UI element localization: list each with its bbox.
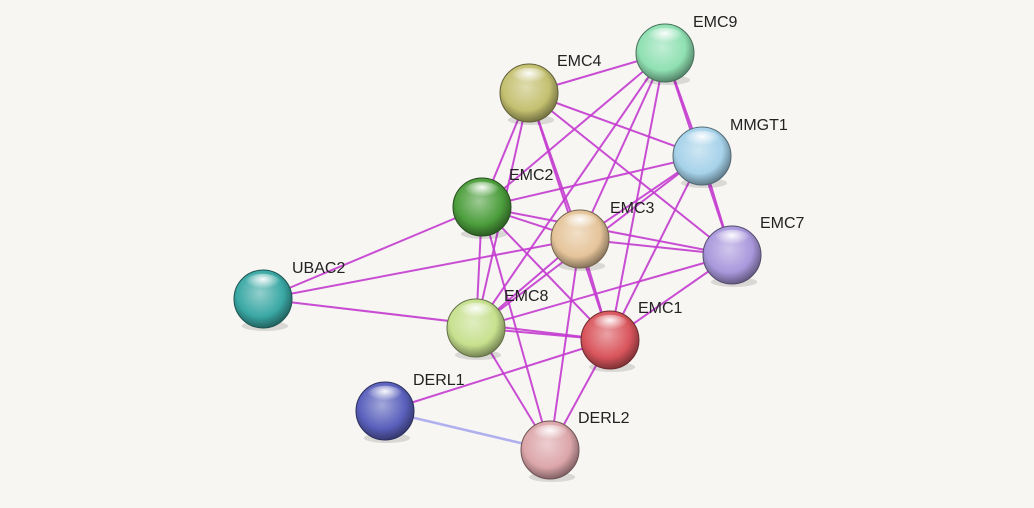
node-label: EMC3 — [610, 200, 655, 217]
node-highlight — [367, 385, 403, 405]
node-layer: EMC9EMC4MMGT1EMC2EMC3EMC7UBAC2EMC8EMC1DE… — [233, 14, 805, 482]
node-highlight — [714, 229, 750, 249]
edge-emc2-emc1[interactable] — [481, 206, 611, 341]
edge-emc4-emc7[interactable] — [528, 92, 733, 256]
node-emc8[interactable]: EMC8 — [446, 288, 549, 360]
node-highlight — [562, 213, 598, 233]
node-highlight — [592, 314, 628, 334]
node-ubac2[interactable]: UBAC2 — [233, 260, 345, 331]
node-highlight — [684, 130, 720, 150]
edge-emc2-ubac2[interactable] — [262, 206, 483, 300]
node-label: UBAC2 — [292, 260, 345, 277]
edge-emc1-derl1[interactable] — [384, 339, 611, 412]
edge-emc7-emc8[interactable] — [475, 254, 733, 329]
node-mmgt1[interactable]: MMGT1 — [672, 117, 788, 188]
edge-ubac2-emc1[interactable] — [262, 298, 611, 341]
node-label: DERL2 — [578, 410, 630, 427]
node-label: MMGT1 — [730, 117, 788, 134]
node-derl2[interactable]: DERL2 — [520, 410, 630, 482]
node-highlight — [458, 302, 494, 322]
node-label: EMC2 — [509, 167, 554, 184]
node-emc1[interactable]: EMC1 — [580, 300, 683, 372]
node-label: EMC4 — [557, 53, 602, 70]
edge-emc4-mmgt1[interactable] — [528, 92, 703, 157]
node-highlight — [511, 67, 547, 87]
edge-mmgt1-emc2[interactable] — [481, 155, 703, 208]
node-label: EMC9 — [693, 14, 738, 31]
node-label: DERL1 — [413, 372, 465, 389]
edge-emc9-emc3[interactable] — [579, 52, 666, 240]
node-derl1[interactable]: DERL1 — [355, 372, 465, 443]
node-label: EMC8 — [504, 288, 549, 305]
node-label: EMC7 — [760, 215, 805, 232]
node-emc3[interactable]: EMC3 — [550, 200, 655, 271]
edge-emc9-emc2[interactable] — [481, 52, 666, 208]
node-label: EMC1 — [638, 300, 683, 317]
edge-layer — [262, 52, 733, 452]
node-highlight — [532, 424, 568, 444]
node-emc7[interactable]: EMC7 — [702, 215, 805, 287]
node-emc2[interactable]: EMC2 — [452, 167, 554, 239]
edge-emc3-derl2[interactable] — [549, 238, 581, 451]
edge-emc3-ubac2[interactable] — [262, 238, 581, 300]
node-highlight — [464, 181, 500, 201]
node-highlight — [245, 273, 281, 293]
node-highlight — [647, 27, 683, 47]
edge-emc9-emc8[interactable] — [475, 52, 666, 329]
node-emc4[interactable]: EMC4 — [499, 53, 602, 125]
node-emc9[interactable]: EMC9 — [635, 14, 738, 85]
edge-emc9-emc1[interactable] — [609, 52, 666, 341]
